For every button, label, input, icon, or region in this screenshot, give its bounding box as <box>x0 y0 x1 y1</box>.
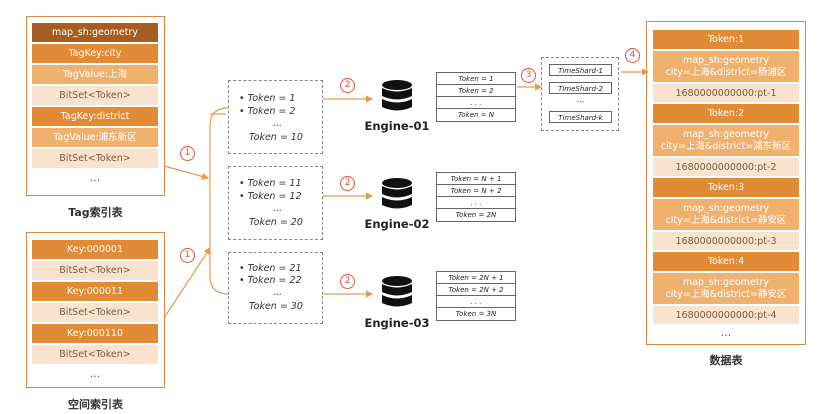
data-pt-cell: 1680000000000:pt-4 <box>653 306 799 325</box>
spatial-index-row: Key:000011 <box>32 282 158 302</box>
tag-index-caption: Tag索引表 <box>68 206 123 219</box>
data-geometry: map_sh:geometry <box>682 55 770 66</box>
tag-index-row: BitSet<Token> <box>32 86 158 106</box>
tag-index-ellipsis: ... <box>89 171 101 184</box>
step-3-badge: 3 <box>521 68 536 83</box>
step-2-badge: 2 <box>340 274 355 289</box>
token-line: • Token = 12 <box>239 191 302 202</box>
spatial-index-table: Key:000001 BitSet<Token> Key:000011 BitS… <box>26 232 165 388</box>
token-line: Token = 10 <box>249 132 303 143</box>
spatial-index-row: BitSet<Token> <box>32 261 158 281</box>
data-table-caption: 数据表 <box>709 354 743 367</box>
token-ellipsis: ... <box>273 287 283 298</box>
engine-token-cell: . . . <box>437 296 515 308</box>
spatial-index-row: Key:000110 <box>32 324 158 344</box>
engine-token-cell: Token = 2 <box>437 85 515 97</box>
engine-token-cell: Token = N + 2 <box>437 185 515 197</box>
data-tags: city=上海&district=杨浦区 <box>665 67 787 78</box>
token-group-3: • Token = 21 • Token = 22 ... Token = 30 <box>228 252 323 324</box>
data-geometry: map_sh:geometry <box>682 203 770 214</box>
spatial-index-row: BitSet<Token> <box>32 303 158 323</box>
token-line: • Token = 1 <box>239 93 296 104</box>
engine-token-table: Token = 1 Token = 2 . . . Token = N <box>436 72 516 122</box>
time-shard: TimeShard-2 <box>549 82 612 94</box>
step-4-badge: 4 <box>625 48 640 63</box>
engine-token-cell: Token = 3N <box>455 310 497 318</box>
step-1-badge: 1 <box>180 248 195 263</box>
engine-token-cell: Token = 2N + 1 <box>437 272 515 284</box>
arrow-tag-to-tokens <box>163 165 210 180</box>
token-ellipsis: ... <box>273 118 283 129</box>
data-table-ellipsis: ... <box>720 326 732 339</box>
step-2-badge: 2 <box>340 78 355 93</box>
engine-token-cell: . . . <box>437 197 515 209</box>
engine-token-cell: Token = N + 1 <box>437 173 515 185</box>
engine-token-cell: Token = 2N + 2 <box>437 284 515 296</box>
engine-label: Engine-02 <box>364 217 430 231</box>
time-shard: TimeShard-k <box>549 111 612 123</box>
tag-index-row: map_sh:geometry <box>32 23 158 43</box>
spatial-index-ellipsis: ... <box>89 367 101 380</box>
token-brace <box>209 107 229 295</box>
arrow-spatial-to-tokens <box>163 246 211 319</box>
spatial-index-caption: 空间索引表 <box>68 398 123 411</box>
engine-token-table: Token = N + 1 Token = N + 2 . . . Token … <box>436 172 516 222</box>
spatial-index-row: Key:000001 <box>32 240 158 260</box>
engine-label: Engine-03 <box>364 316 430 330</box>
tag-index-row: TagValue:上海 <box>32 65 158 85</box>
engine-label: Engine-01 <box>364 119 430 133</box>
engine-token-table: Token = 2N + 1 Token = 2N + 2 . . . Toke… <box>436 271 516 321</box>
data-geometry-cell: map_sh:geometry city=上海&district=浦东新区 <box>653 125 799 157</box>
token-line: Token = 20 <box>249 217 303 228</box>
token-group-2: • Token = 11 • Token = 12 ... Token = 20 <box>228 166 323 240</box>
data-pt-cell: 1680000000000:pt-3 <box>653 232 799 251</box>
data-pt-cell: 1680000000000:pt-2 <box>653 158 799 177</box>
tag-index-row: TagKey:city <box>32 44 158 64</box>
data-geometry-cell: map_sh:geometry city=上海&district=静安区 <box>653 273 799 305</box>
step-2-badge: 2 <box>340 176 355 191</box>
time-shard: TimeShard-1 <box>549 64 612 76</box>
data-token-header: Token:3 <box>653 178 799 198</box>
engine-token-cell: . . . <box>437 97 515 109</box>
data-geometry: map_sh:geometry <box>682 277 770 288</box>
spatial-index-row: BitSet<Token> <box>32 345 158 365</box>
data-table: Token:1 map_sh:geometry city=上海&district… <box>646 21 806 345</box>
token-line: Token = 30 <box>249 301 303 312</box>
data-token-header: Token:2 <box>653 104 799 124</box>
tag-index-table: map_sh:geometry TagKey:city TagValue:上海 … <box>26 16 165 196</box>
time-shard-box: TimeShard-1 TimeShard-2 ... TimeShard-k <box>541 57 619 131</box>
token-line: • Token = 21 <box>239 263 302 274</box>
tag-index-row: BitSet<Token> <box>32 149 158 169</box>
data-pt-cell: 1680000000000:pt-1 <box>653 84 799 103</box>
step-1-badge: 1 <box>180 146 195 161</box>
data-token-header: Token:1 <box>653 30 799 50</box>
data-geometry: map_sh:geometry <box>682 129 770 140</box>
data-token-header: Token:4 <box>653 252 799 272</box>
token-line: • Token = 11 <box>239 178 302 189</box>
token-line: • Token = 2 <box>239 106 296 117</box>
data-geometry-cell: map_sh:geometry city=上海&district=静安区 <box>653 199 799 231</box>
token-line: • Token = 22 <box>239 275 302 286</box>
engine-token-cell: Token = 2N <box>455 211 497 219</box>
database-icon <box>382 276 412 307</box>
time-shard-ellipsis: ... <box>576 95 585 104</box>
tag-index-row: TagValue:浦东新区 <box>32 128 158 148</box>
data-tags: city=上海&district=浦东新区 <box>660 141 792 152</box>
data-tags: city=上海&district=静安区 <box>665 215 787 226</box>
tag-index-row: TagKey:district <box>32 107 158 127</box>
token-ellipsis: ... <box>273 203 283 214</box>
data-geometry-cell: map_sh:geometry city=上海&district=杨浦区 <box>653 51 799 83</box>
engine-token-cell: Token = 1 <box>437 73 515 85</box>
data-tags: city=上海&district=静安区 <box>665 289 787 300</box>
database-icon <box>382 178 412 209</box>
token-group-1: • Token = 1 • Token = 2 ... Token = 10 <box>228 80 323 154</box>
database-icon <box>382 80 412 111</box>
engine-token-cell: Token = N <box>457 111 495 119</box>
